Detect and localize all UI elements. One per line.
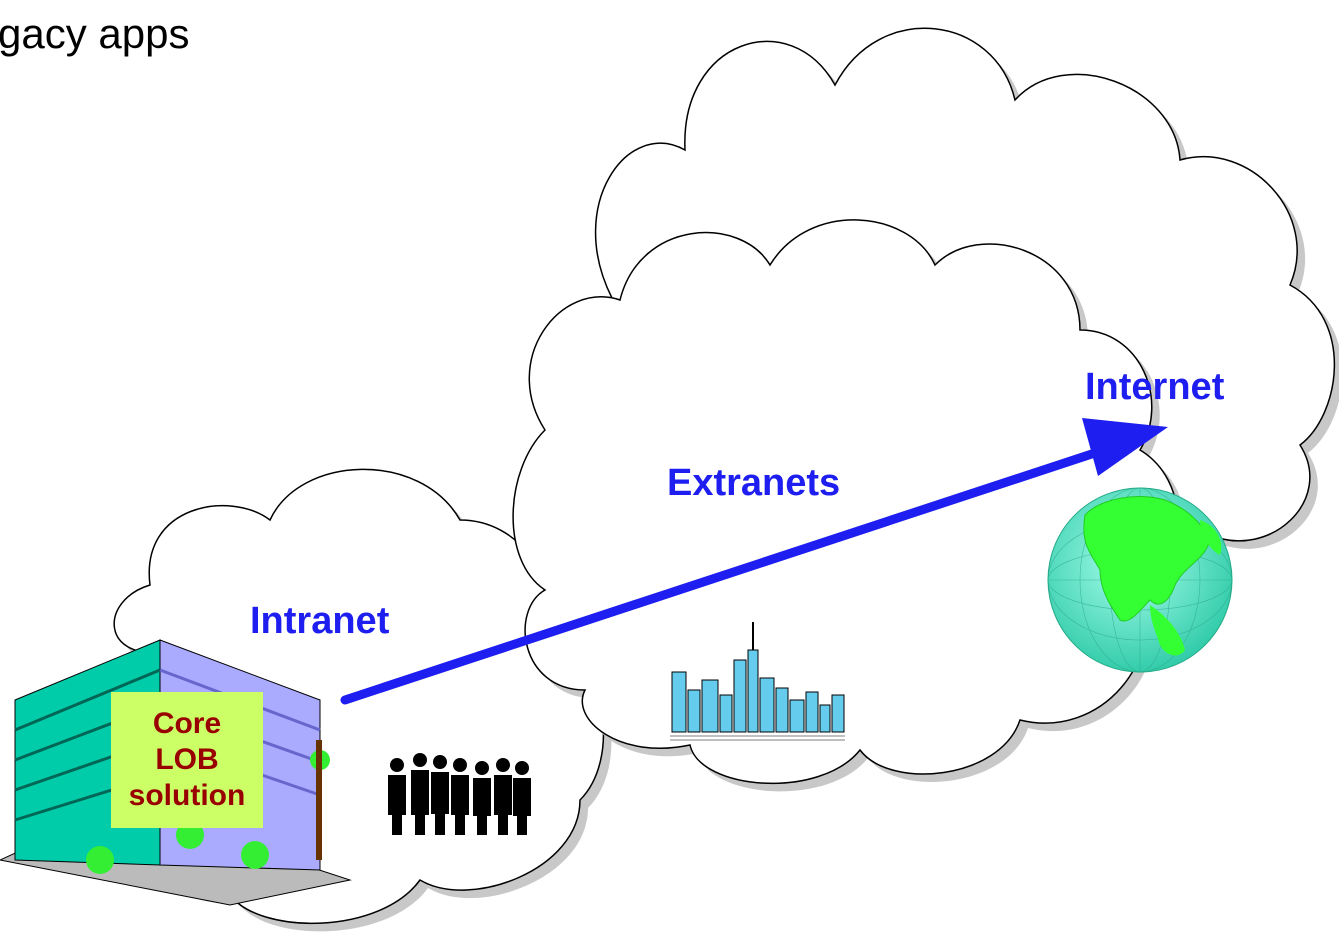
extranets-cloud	[512, 219, 1186, 792]
growth-arrow	[340, 418, 1168, 705]
intranet-label: Intranet	[250, 600, 390, 642]
globe-icon	[1047, 487, 1233, 673]
core-line-3: solution	[128, 779, 246, 812]
core-lob-box: Core LOB solution	[111, 692, 263, 828]
page-heading: gacy apps	[0, 10, 190, 57]
people-group-icon	[388, 753, 531, 835]
internet-label: Internet	[1085, 366, 1225, 408]
core-line-2: LOB	[155, 743, 219, 776]
extranets-label: Extranets	[667, 462, 841, 504]
city-skyline-icon	[670, 622, 845, 742]
core-line-1: Core	[152, 707, 222, 740]
